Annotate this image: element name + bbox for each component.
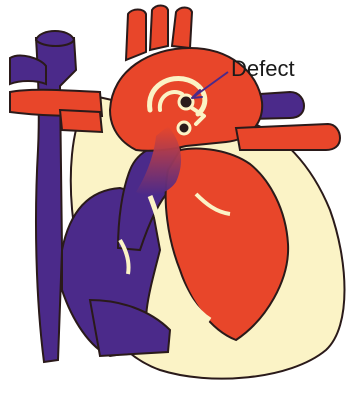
pulmonary-vein-right bbox=[236, 124, 340, 150]
aorta-branch-3 bbox=[172, 8, 192, 49]
defect-label: Defect bbox=[231, 56, 295, 81]
pulmonary-vein-left-lower bbox=[60, 110, 102, 132]
defect-opening-lower bbox=[178, 122, 190, 134]
aorta-branch-1 bbox=[126, 10, 146, 61]
aorta-branch-2 bbox=[150, 6, 168, 51]
vena-cava-top-cap bbox=[36, 31, 74, 46]
vena-cava bbox=[36, 38, 76, 362]
defect-opening-upper bbox=[179, 95, 193, 109]
